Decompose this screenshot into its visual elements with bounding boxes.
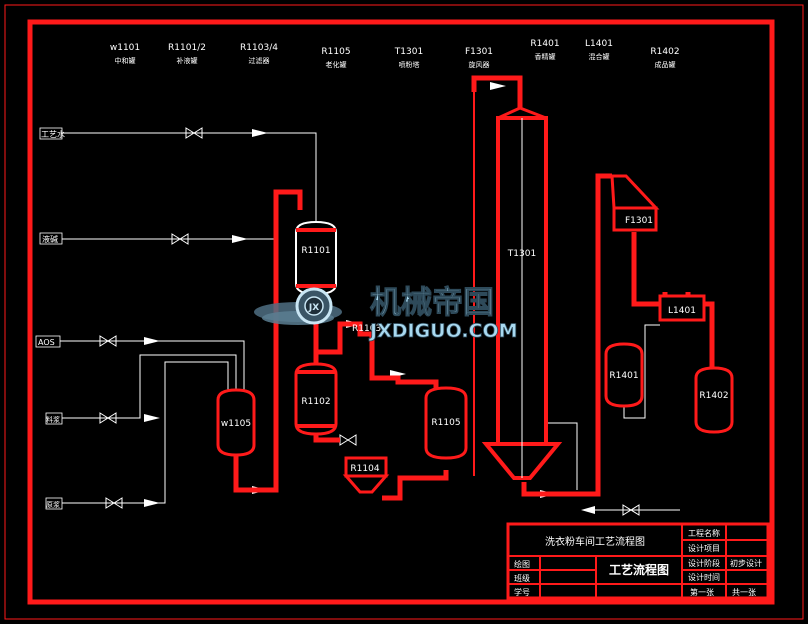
watermark-logo-text: JX <box>308 303 319 313</box>
vessel-r1102-label: R1102 <box>301 397 330 407</box>
valve-icon <box>622 504 640 516</box>
row-draw-label: 绘图 <box>514 559 530 569</box>
vessel-r1401-label: R1401 <box>609 371 638 381</box>
header-name: 过滤器 <box>249 56 270 65</box>
valve-icon <box>339 434 357 446</box>
arrow-icon <box>144 337 160 345</box>
vessel-r1103: R1103 <box>352 324 381 334</box>
sheet-label: 第一张 <box>690 587 714 597</box>
filter-r1104: R1104 <box>342 456 390 494</box>
header-code: L1401 <box>585 39 613 49</box>
watermark-en: JXDIGUO.COM <box>368 320 518 342</box>
header-code: F1301 <box>465 47 493 57</box>
valve-icon <box>99 335 117 347</box>
header-code: w1101 <box>110 43 140 53</box>
design-stage-value: 初步设计 <box>730 558 762 568</box>
header-name: 香精罐 <box>535 52 556 61</box>
drawing-type: 工艺流程图 <box>609 562 669 577</box>
header-code: R1105 <box>321 47 350 57</box>
vessel-r1102: R1102 <box>294 362 338 436</box>
watermark: JX 机械帝国 JXDIGUO.COM <box>254 285 518 342</box>
vessel-r1402-label: R1402 <box>699 391 728 401</box>
design-item-label: 设计项目 <box>688 543 720 553</box>
header-name: 老化罐 <box>326 60 347 69</box>
header-code: R1101/2 <box>168 43 206 53</box>
valve-icon <box>185 127 203 139</box>
vessel-r1402: R1402 <box>694 366 734 434</box>
header-name: 旋风器 <box>469 60 490 69</box>
vessel-r1105-label: R1105 <box>431 418 460 428</box>
inner-frame <box>27 19 775 605</box>
watermark-logo: JX <box>254 287 342 325</box>
cyclone-f1301-label: F1301 <box>625 216 653 226</box>
header-name: 喷粉塔 <box>399 60 420 69</box>
valve-icon <box>99 412 117 424</box>
title-block: 洗衣粉车间工艺流程图 工艺流程图 绘图 班级 学号 工程名称 设计项目 设计阶段… <box>506 522 770 600</box>
arrow-icon <box>144 414 160 422</box>
tower-t1301: T1301 <box>481 106 563 480</box>
project-name-label: 工程名称 <box>688 528 720 538</box>
inlet-water-label: 工艺水 <box>41 129 65 139</box>
vessel-r1101-label: R1101 <box>301 246 330 256</box>
header-name: 补液罐 <box>177 56 198 65</box>
inlet-feed1-label: 料浆 <box>46 415 60 424</box>
valve-icon <box>171 233 189 245</box>
header-name: 中和罐 <box>115 56 136 65</box>
vessel-r1105: R1105 <box>424 386 468 460</box>
vessel-w1105: w1105 <box>216 388 256 457</box>
header-name: 成品罐 <box>655 60 676 69</box>
tower-t1301-label: T1301 <box>507 249 536 259</box>
vessel-w1105-label: w1105 <box>221 419 251 429</box>
arrow-icon <box>144 499 160 507</box>
inlet-feed2-label: 原浆 <box>46 500 60 509</box>
header-code: R1402 <box>650 47 679 57</box>
arrow-icon <box>232 235 248 243</box>
header-code: T1301 <box>394 47 423 57</box>
outer-frame <box>4 4 804 620</box>
arrow-icon <box>581 506 595 514</box>
design-stage-label: 设计阶段 <box>688 558 720 568</box>
header-labels: w1101 中和罐 R1101/2 补液罐 R1103/4 过滤器 R1105 … <box>110 39 680 69</box>
inlet-alkali-label: 液碱 <box>42 234 58 244</box>
design-time-label: 设计时间 <box>688 572 720 582</box>
filter-r1104-label: R1104 <box>350 464 379 474</box>
mixer-l1401-label: L1401 <box>668 306 696 316</box>
mixer-l1401: L1401 <box>658 294 706 322</box>
arrow-icon <box>490 82 506 90</box>
vessel-r1103-label: R1103 <box>352 324 381 334</box>
cyclone-f1301: F1301 <box>610 174 660 232</box>
total-label: 共一张 <box>732 588 756 597</box>
row-student-label: 学号 <box>514 587 530 597</box>
drawing-title: 洗衣粉车间工艺流程图 <box>545 535 645 548</box>
thin-pipes <box>275 92 475 476</box>
vessel-r1101: R1101 <box>295 220 337 296</box>
arrow-icon <box>252 129 268 137</box>
watermark-cn: 机械帝国 <box>370 285 494 321</box>
vessel-r1401: R1401 <box>604 342 644 408</box>
inlet-aos-label: AOS <box>38 338 55 347</box>
main-pipes <box>233 75 715 501</box>
row-class-label: 班级 <box>514 573 530 583</box>
valve-icon <box>105 497 123 509</box>
header-code: R1401 <box>530 39 559 49</box>
header-name: 混合罐 <box>589 52 610 61</box>
inlet-labels: 工艺水 液碱 AOS 料浆 原浆 <box>35 127 65 510</box>
header-code: R1103/4 <box>240 43 278 53</box>
